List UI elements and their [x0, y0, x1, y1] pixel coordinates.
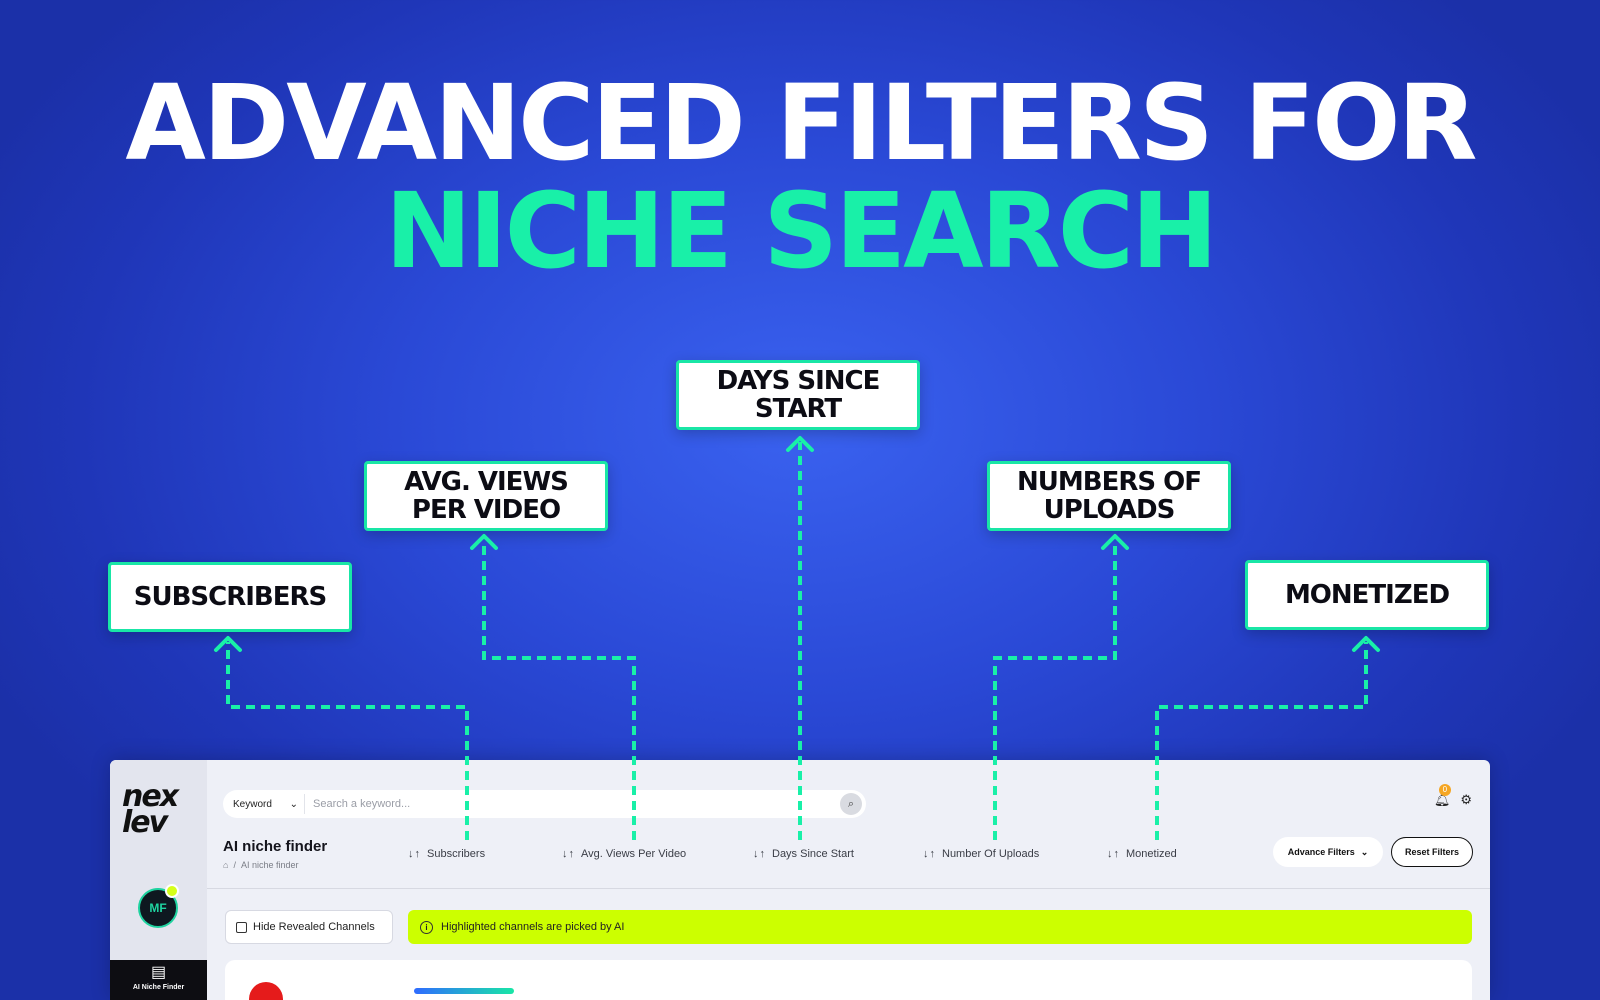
niche-finder-icon: ▤	[150, 964, 167, 981]
headline-line-2: NICHE SEARCH	[384, 170, 1218, 292]
arrowhead-number-of-uploads	[1101, 534, 1129, 550]
channel-score-bar	[414, 988, 514, 994]
search-type-value: Keyword	[233, 798, 272, 810]
breadcrumb-current[interactable]: AI niche finder	[240, 860, 299, 870]
filter-label: Number Of Uploads	[942, 848, 1040, 860]
info-icon: i	[420, 920, 433, 934]
sidebar: nex lev MF ▤ AI Niche Finder	[110, 760, 207, 1000]
sidebar-item-label: AI Niche Finder	[132, 984, 185, 991]
breadcrumb-separator: /	[233, 860, 236, 870]
sort-filter-avg-views[interactable]: ↓↑ Avg. Views Per Video	[562, 848, 686, 860]
callout-days-since-start: DAYS SINCE START	[676, 360, 920, 430]
filter-label: Avg. Views Per Video	[581, 848, 687, 860]
reset-filters-button[interactable]: Reset Filters	[1391, 837, 1473, 867]
ai-banner-text: Highlighted channels are picked by AI	[441, 921, 625, 933]
home-icon[interactable]: ⌂	[223, 860, 229, 870]
user-avatar[interactable]: MF	[138, 888, 178, 928]
sidebar-item-ai-niche-finder[interactable]: ▤ AI Niche Finder	[110, 960, 207, 1000]
filter-label: Monetized	[1126, 848, 1177, 860]
notification-bell-icon[interactable]: 🔔︎ 0	[1433, 784, 1451, 807]
breadcrumb: ⌂ / AI niche finder	[223, 860, 299, 870]
checkbox-icon[interactable]	[236, 921, 247, 933]
sort-arrows-icon: ↓↑	[408, 848, 421, 860]
arrowhead-avg-views	[470, 534, 498, 550]
sort-arrows-icon: ↓↑	[753, 848, 766, 860]
settings-gear-icon[interactable]: ⚙	[1460, 792, 1472, 807]
header-divider	[207, 888, 1490, 889]
crown-badge-icon	[165, 884, 179, 898]
nexlev-logo: nex lev	[122, 779, 196, 840]
search-button[interactable]: ⌕	[840, 793, 862, 815]
logo-text: nex lev	[122, 779, 179, 840]
sort-arrows-icon: ↓↑	[1107, 848, 1120, 860]
chevron-down-icon: ⌄	[289, 798, 298, 810]
app-window: nex lev MF ▤ AI Niche Finder Keyword ⌄ ⌕…	[110, 760, 1490, 1000]
filter-label: Subscribers	[427, 848, 486, 860]
search-icon: ⌕	[847, 797, 855, 810]
channel-avatar	[249, 982, 283, 1000]
sort-filter-monetized[interactable]: ↓↑ Monetized	[1107, 848, 1177, 860]
callout-monetized: MONETIZED	[1245, 560, 1489, 630]
ai-info-banner: i Highlighted channels are picked by AI	[408, 910, 1472, 944]
search-bar: Keyword ⌄ ⌕	[223, 790, 866, 818]
callout-number-of-uploads: NUMBERS OF UPLOADS	[987, 461, 1231, 531]
hide-revealed-label: Hide Revealed Channels	[253, 921, 375, 933]
sort-arrows-icon: ↓↑	[562, 848, 575, 860]
callout-subscribers: SUBSCRIBERS	[108, 562, 352, 632]
arrowhead-days-since-start	[786, 436, 814, 452]
sort-arrows-icon: ↓↑	[923, 848, 936, 860]
search-type-select[interactable]: Keyword ⌄	[223, 794, 305, 814]
channel-result-card[interactable]	[225, 960, 1472, 1000]
arrowhead-subscribers	[214, 636, 242, 652]
advance-filters-button[interactable]: Advance Filters ⌄	[1273, 837, 1383, 867]
top-right-icons: 🔔︎ 0 ⚙	[1433, 784, 1472, 808]
arrowhead-monetized	[1352, 636, 1380, 652]
callout-avg-views: AVG. VIEWS PER VIDEO	[364, 461, 608, 531]
page-title: AI niche finder	[223, 838, 328, 855]
filter-label: Days Since Start	[772, 848, 854, 860]
notification-count-badge: 0	[1438, 784, 1451, 796]
chevron-down-icon: ⌄	[1360, 846, 1369, 857]
hide-revealed-channels-toggle[interactable]: Hide Revealed Channels	[225, 910, 393, 944]
sort-filter-number-of-uploads[interactable]: ↓↑ Number Of Uploads	[923, 848, 1039, 860]
search-input[interactable]	[305, 794, 840, 814]
sort-filter-days-since-start[interactable]: ↓↑ Days Since Start	[753, 848, 854, 860]
headline-line-1: ADVANCED FILTERS FOR	[125, 62, 1477, 184]
sort-filter-subscribers[interactable]: ↓↑ Subscribers	[408, 848, 485, 860]
advance-filters-label: Advance Filters	[1287, 847, 1355, 857]
